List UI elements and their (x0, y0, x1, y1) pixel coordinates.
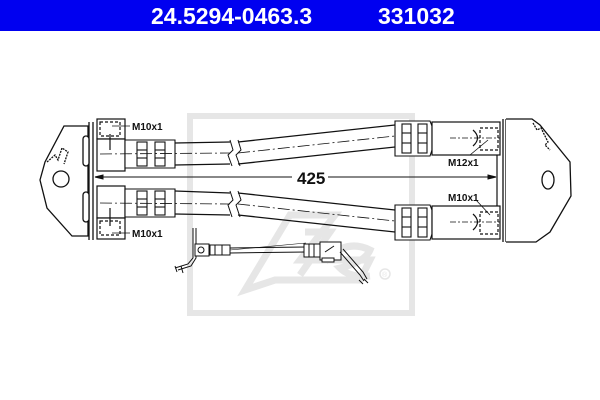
hose-top (99, 124, 396, 167)
left-bracket (39, 122, 94, 240)
length-label: 425 (297, 169, 325, 188)
left-bottom-thread-label: M10x1 (132, 229, 163, 240)
hose-bottom (99, 190, 396, 233)
title-bar: 24.5294-0463.3 331032 (0, 0, 600, 31)
registered-mark: ® (382, 271, 388, 279)
right-bracket (502, 118, 572, 243)
left-crimp-sleeves (124, 139, 176, 218)
right-fittings (431, 121, 501, 240)
right-crimp-sleeves (394, 120, 433, 241)
installation-sketch (174, 228, 369, 285)
reference-number: 331032 (378, 3, 455, 29)
left-fitting-top (96, 118, 126, 172)
left-fitting-bottom (96, 185, 126, 240)
right-top-thread-label: M12x1 (448, 158, 479, 169)
length-dimension (94, 174, 497, 180)
part-number: 24.5294-0463.3 (151, 3, 313, 29)
right-bottom-thread-label: M10x1 (448, 193, 479, 204)
left-top-thread-label: M10x1 (132, 122, 163, 133)
